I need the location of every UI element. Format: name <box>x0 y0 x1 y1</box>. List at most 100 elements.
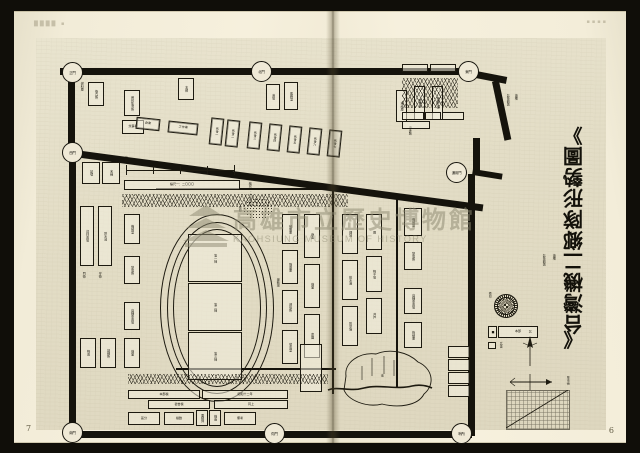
central-building-2[interactable]: 彈薬庫 <box>282 250 298 284</box>
gate-marker-sw[interactable]: 南門 <box>62 422 83 443</box>
building-label: 本部 <box>184 86 189 92</box>
field-label: 第三棟 <box>213 351 218 361</box>
central-building-16[interactable]: 自轉車置場 <box>404 288 422 314</box>
gate-label: 南門 <box>69 431 76 435</box>
gate-label: 正門 <box>69 71 76 75</box>
building-north-6[interactable]: 医務室 <box>284 82 298 110</box>
central-building-4[interactable]: 發電室 <box>282 330 298 364</box>
bottom-table-cell-0-1: 昭和十二年 <box>202 390 288 399</box>
title-char-8: 台 <box>563 311 583 336</box>
central-building-13[interactable]: 井戸 <box>366 298 382 334</box>
central-building-12[interactable]: 物干場 <box>366 256 382 292</box>
building-west-7[interactable]: 訓練所 <box>100 338 116 368</box>
building-north-4[interactable]: 本部 <box>178 78 194 100</box>
seal-label: 檢印 <box>488 292 493 298</box>
building-west-6[interactable]: 物置 <box>80 338 96 368</box>
building-west-8[interactable]: 講堂 <box>124 338 140 368</box>
bottom-table-cell-2-1: 棟數 <box>164 412 194 425</box>
building-label: 訓練所 <box>106 348 111 358</box>
building-label: 講堂 <box>130 350 135 356</box>
field-block-3[interactable]: 第三棟 <box>188 332 242 380</box>
building-west-5[interactable]: 自轉車置場 <box>124 302 140 330</box>
building-label: 將校集會所 <box>130 95 135 111</box>
building-north-2[interactable]: 將校集會所 <box>124 90 140 116</box>
field-block-2[interactable]: 第二棟 <box>188 283 242 331</box>
title-char-3: 隊 <box>563 206 583 231</box>
building-label: 貯水池 <box>103 231 108 241</box>
building-label: 物置 <box>86 350 91 356</box>
shrine-grove-symbol <box>243 198 273 220</box>
title-bracket-open: 《 <box>563 126 583 148</box>
central-building-6[interactable]: 講堂 <box>304 264 320 308</box>
scale-tick-3 <box>207 166 208 174</box>
page-edge-top <box>14 11 626 13</box>
map-sheet: 正門 北門 東門 西門 通用門 南門 衛門 哨所 <box>36 38 606 444</box>
central-building-14[interactable]: 機械室 <box>404 208 422 236</box>
central-building-17[interactable]: 格納庫 <box>404 322 422 348</box>
key-box-main: 本部 <box>498 326 538 338</box>
field-block-1[interactable]: 第一棟 <box>188 234 242 282</box>
annotation-west-2: 守衛 <box>98 272 103 278</box>
central-building-11[interactable]: 厠 <box>366 214 382 250</box>
table-cell: 宿舍棟 <box>174 401 184 406</box>
building-label: 井戸 <box>372 313 377 319</box>
bottom-table-cell-2-3: 構造 <box>209 410 221 426</box>
book-spread: ████ ▪ ▪▪▪▪ 7 6 此圖為昭和年間之原件 <box>14 11 626 444</box>
gate-label: 西門 <box>69 151 76 155</box>
building-label: 通信所 <box>288 302 293 312</box>
road-west <box>68 74 75 152</box>
gate-marker-e[interactable]: 通用門 <box>446 162 467 183</box>
legend-row-0: 記號 <box>82 162 100 184</box>
vegetation-band-central <box>122 194 348 207</box>
legend-symbol: 記號 <box>89 170 94 176</box>
central-building-3[interactable]: 通信所 <box>282 290 298 324</box>
key-box-small <box>488 342 496 349</box>
building-label: 倉庫 <box>144 121 152 126</box>
info-cell-2 <box>425 112 441 120</box>
central-building-8[interactable]: 畑地 <box>342 214 358 254</box>
gate-label: 東門 <box>465 70 472 74</box>
gate-marker-w[interactable]: 西門 <box>62 142 83 163</box>
building-label: 兵舍二 <box>230 128 236 139</box>
building-label: 機械室 <box>130 224 135 234</box>
scale-tick-4 <box>234 165 235 175</box>
bottom-table-cell-0-0: 本部棟 <box>128 390 200 399</box>
info-cell-3 <box>442 112 464 120</box>
road-east-mid <box>473 138 480 172</box>
building-west-4[interactable]: 變電所 <box>124 256 140 284</box>
road-inner-service <box>156 188 352 191</box>
table-header: 面積坪 <box>200 413 205 423</box>
track-label: 運動場 <box>276 278 281 287</box>
title-char-4: 鄉 <box>563 227 583 252</box>
central-building-15[interactable]: 變電所 <box>404 242 422 270</box>
building-label: 發電室 <box>288 342 293 352</box>
building-label: 兵舍三 <box>252 130 258 141</box>
key-label: 本部 <box>514 329 521 334</box>
central-building-10[interactable]: 防空壕 <box>342 306 358 346</box>
central-building-5[interactable]: 廠舍 <box>304 214 320 258</box>
gate-label: 通用門 <box>451 171 462 175</box>
title-char-5: 二 <box>563 248 583 273</box>
page-number-left: 7 <box>26 424 32 433</box>
building-label: 兵舍五 <box>292 134 298 145</box>
gate-marker-se[interactable]: 哨所 <box>451 423 472 444</box>
building-north-5[interactable]: 浴場 <box>266 84 280 110</box>
central-building-1[interactable]: 被服庫 <box>282 214 298 244</box>
building-west-3[interactable]: 機械室 <box>124 214 140 244</box>
building-label: 浴場 <box>271 94 276 100</box>
building-label: 工作場 <box>178 124 188 130</box>
field-label: 第一棟 <box>213 253 218 263</box>
building-label: 農園 <box>310 333 315 339</box>
building-label: 變電所 <box>411 251 416 261</box>
gate-marker-n1[interactable]: 北門 <box>251 61 272 82</box>
building-label: 衛兵所 <box>94 89 99 99</box>
legend-name: 名稱 <box>109 170 114 176</box>
gate-marker-nw[interactable]: 正門 <box>62 62 83 83</box>
barracks-1[interactable]: 倉庫 <box>135 116 161 132</box>
stamp-top-right: ▪▪▪▪ <box>586 19 608 25</box>
gate-marker-s1[interactable]: 衛門 <box>264 423 285 444</box>
annotation-east-1: 氣象觀測 <box>506 94 511 106</box>
building-north-1[interactable]: 衛兵所 <box>88 82 104 106</box>
gate-marker-n2[interactable]: 東門 <box>458 61 479 82</box>
central-building-9[interactable]: 排水溝 <box>342 260 358 300</box>
